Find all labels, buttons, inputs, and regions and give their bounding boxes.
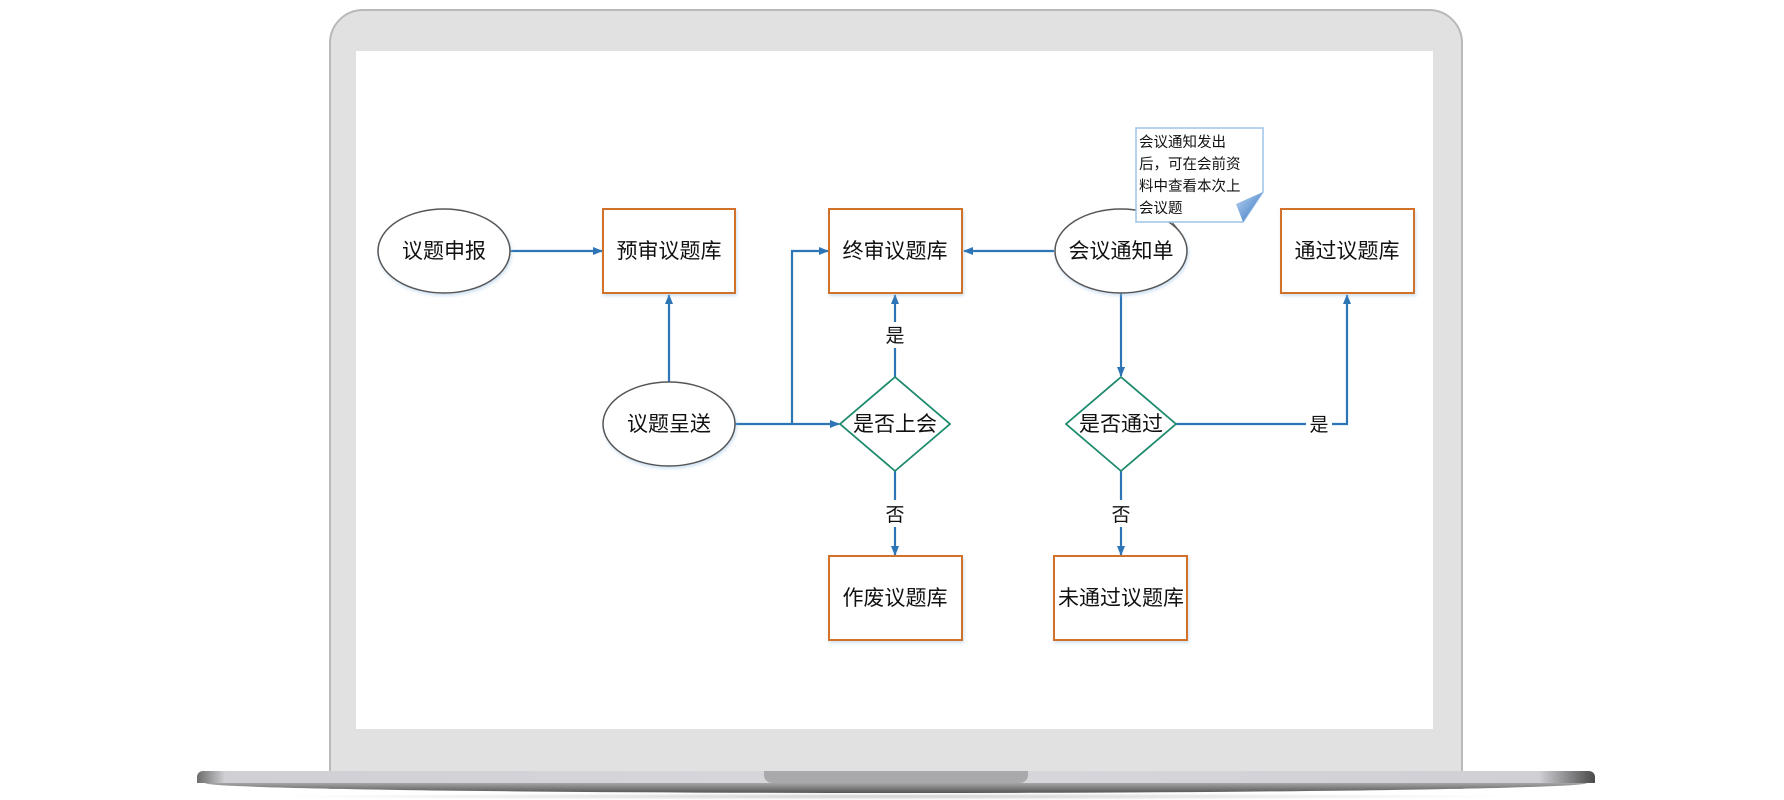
edge-deliver-to-final-review [790, 247, 829, 424]
node-final-review-label: 终审议题库 [843, 239, 948, 263]
node-rejected-label: 未通过议题库 [1058, 586, 1184, 610]
edge-label-on-agenda-yes: 是 [885, 325, 904, 347]
edge-label-on-agenda-no: 否 [885, 504, 904, 526]
node-submit-label: 议题申报 [402, 239, 486, 263]
node-on-agenda-label: 是否上会 [853, 412, 937, 436]
note-line-2: 后，可在会前资 [1139, 156, 1241, 173]
node-final-review[interactable]: 终审议题库 [828, 208, 963, 294]
edge-label-passed-yes: 是 [1309, 414, 1328, 436]
node-meeting-notice-label: 会议通知单 [1069, 239, 1174, 263]
node-deliver-label: 议题呈送 [627, 412, 711, 436]
node-approved-label: 通过议题库 [1295, 239, 1400, 263]
node-deliver[interactable]: 议题呈送 [602, 381, 736, 467]
laptop-notch [764, 771, 1028, 783]
callout-note: 会议通知发出 后，可在会前资 料中查看本次上 会议题 [1135, 127, 1264, 233]
note-line-3: 料中查看本次上 [1139, 178, 1241, 195]
node-passed-label: 是否通过 [1079, 412, 1163, 436]
node-passed[interactable]: 是否通过 [1064, 375, 1178, 473]
edge-passed-yes-right [1332, 294, 1351, 426]
edge-label-passed-no: 否 [1111, 504, 1130, 526]
node-pre-review[interactable]: 预审议题库 [602, 208, 736, 294]
node-submit[interactable]: 议题申报 [377, 208, 511, 294]
node-meeting-notice[interactable]: 会议通知单 [1054, 208, 1188, 294]
note-pointer [1171, 221, 1181, 233]
note-fold-icon [1236, 192, 1263, 222]
node-voided[interactable]: 作废议题库 [828, 555, 963, 641]
laptop-base-bottom [205, 783, 1587, 793]
laptop-shadow [260, 793, 1530, 800]
node-voided-label: 作废议题库 [843, 586, 948, 610]
node-pre-review-label: 预审议题库 [617, 239, 722, 263]
note-line-4: 会议题 [1139, 200, 1183, 217]
connectors [510, 247, 1351, 556]
note-line-1: 会议通知发出 [1139, 134, 1226, 151]
node-approved[interactable]: 通过议题库 [1280, 208, 1415, 294]
node-on-agenda[interactable]: 是否上会 [838, 375, 952, 473]
node-rejected[interactable]: 未通过议题库 [1053, 555, 1188, 641]
